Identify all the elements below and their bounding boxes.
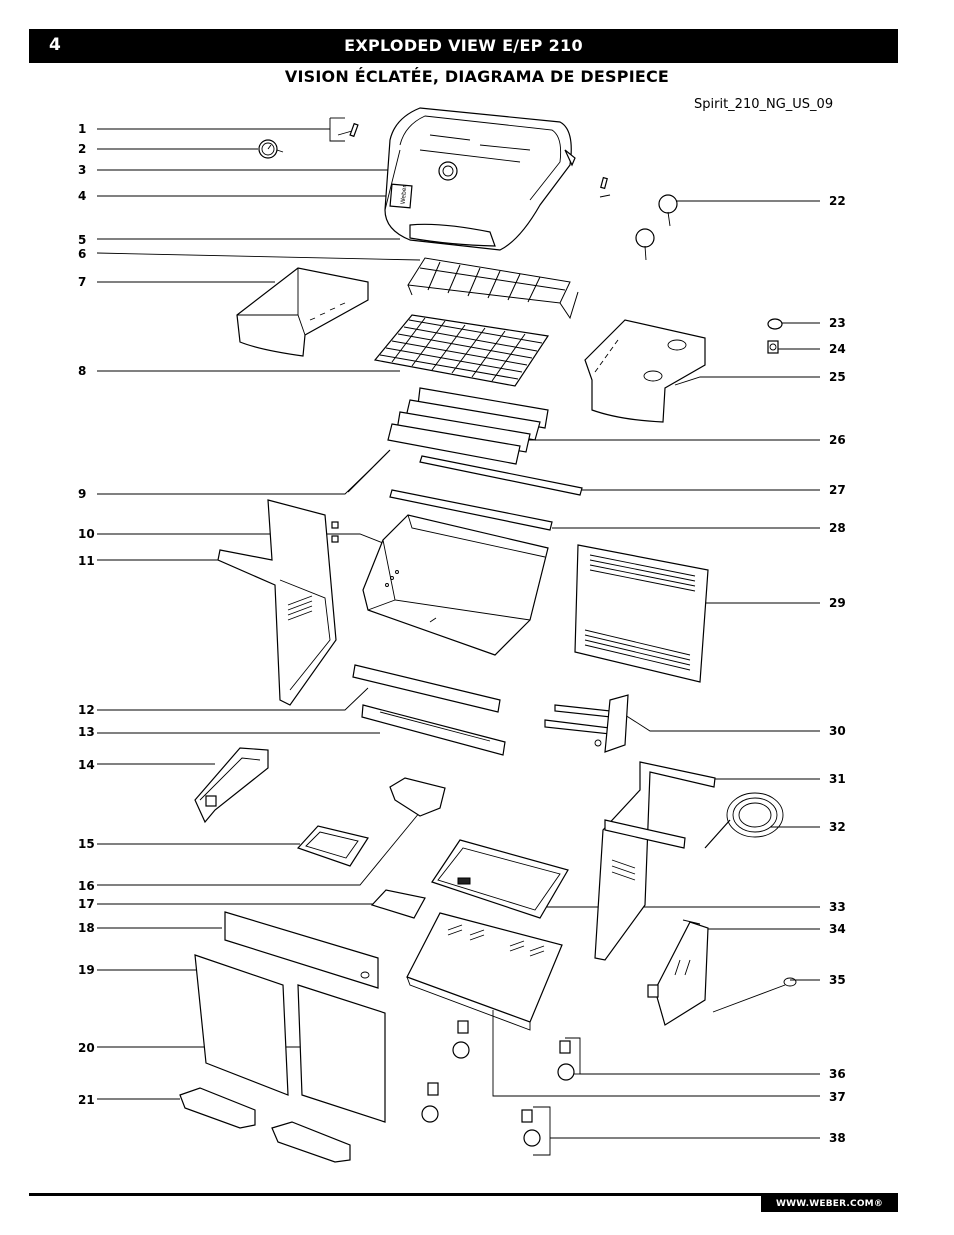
callout-20: 20 (78, 1041, 95, 1055)
part-35-tank-gauge (712, 977, 797, 1013)
callout-12: 12 (78, 703, 95, 717)
callout-15: 15 (78, 837, 95, 851)
callout-2: 2 (78, 142, 87, 156)
callout-29: 29 (829, 596, 846, 610)
part-8-cooking-grate (373, 314, 550, 387)
callout-16: 16 (78, 879, 95, 893)
callout-25: 25 (829, 370, 846, 384)
part-14-handle (194, 747, 269, 824)
part-21-door-handles (179, 1087, 351, 1163)
callout-10: 10 (78, 527, 95, 541)
part-7-left-side-table (236, 267, 369, 357)
part-34-tank-bracket (647, 919, 709, 1026)
part-23-24-fittings (767, 318, 783, 354)
part-37-bottom-shelf (406, 912, 563, 1031)
callout-9: 9 (78, 487, 87, 501)
callout-32: 32 (829, 820, 846, 834)
callout-34: 34 (829, 922, 846, 936)
model-code: Spirit_210_NG_US_09 (694, 97, 834, 112)
part-29-back-panel (574, 544, 709, 683)
callout-37: 37 (829, 1090, 846, 1104)
part-30-manifold (544, 694, 629, 753)
part-10-cookbox (362, 514, 549, 656)
footer-url: WWW.WEBER.COM® (761, 1196, 898, 1212)
part-grill-lid: Weber (384, 107, 576, 251)
callout-6: 6 (78, 247, 87, 261)
callout-24: 24 (829, 342, 846, 356)
callout-4: 4 (78, 189, 87, 203)
part-12-13-rails (352, 664, 506, 756)
header-bar: 4 EXPLODED VIEW E/EP 210 (29, 29, 898, 63)
callout-26: 26 (829, 433, 846, 447)
part-2-thermometer (258, 139, 284, 159)
lid-logo: Weber (400, 184, 409, 204)
callout-30: 30 (829, 724, 846, 738)
part-6-warming-rack (407, 257, 579, 320)
part-18-front-panel (224, 911, 379, 989)
callout-8: 8 (78, 364, 87, 378)
callout-5: 5 (78, 233, 87, 247)
part-36-38-casters (421, 1020, 575, 1147)
callout-18: 18 (78, 921, 95, 935)
callout-11: 11 (78, 554, 95, 568)
page-title: EXPLODED VIEW E/EP 210 (344, 36, 583, 55)
callout-38: 38 (829, 1131, 846, 1145)
callout-36: 36 (829, 1067, 846, 1081)
leader-lines-right (492, 200, 820, 1156)
callout-28: 28 (829, 521, 846, 535)
part-1-screw (337, 122, 359, 138)
part-26-flavorizer-bars (387, 387, 549, 465)
callout-7: 7 (78, 275, 87, 289)
footer-rule (29, 1193, 898, 1196)
callout-23: 23 (829, 316, 846, 330)
callout-33: 33 (829, 900, 846, 914)
part-22-control-knobs (599, 176, 678, 261)
callout-13: 13 (78, 725, 95, 739)
callout-22: 22 (829, 194, 846, 208)
part-33-catch-pan (431, 839, 569, 919)
callout-31: 31 (829, 772, 846, 786)
part-31-right-frame (594, 761, 716, 961)
callout-21: 21 (78, 1093, 95, 1107)
part-19-20-doors (194, 954, 386, 1123)
part-11-left-frame (217, 499, 339, 706)
part-9-crossover-tube (347, 449, 391, 493)
callout-1: 1 (78, 122, 87, 136)
page-subtitle: VISION ÉCLATÉE, DIAGRAMA DE DESPIECE (284, 67, 670, 86)
part-27-28-burners (389, 455, 583, 531)
part-15-16-17-trays (296, 777, 446, 919)
leader-lines-left (96, 117, 440, 1100)
callout-19: 19 (78, 963, 95, 977)
callout-27: 27 (829, 483, 846, 497)
callout-35: 35 (829, 973, 846, 987)
callout-3: 3 (78, 163, 87, 177)
part-25-right-side-table (584, 319, 706, 423)
part-32-gas-hose (704, 792, 784, 849)
callout-17: 17 (78, 897, 95, 911)
page-number: 4 (49, 35, 61, 55)
callout-14: 14 (78, 758, 95, 772)
